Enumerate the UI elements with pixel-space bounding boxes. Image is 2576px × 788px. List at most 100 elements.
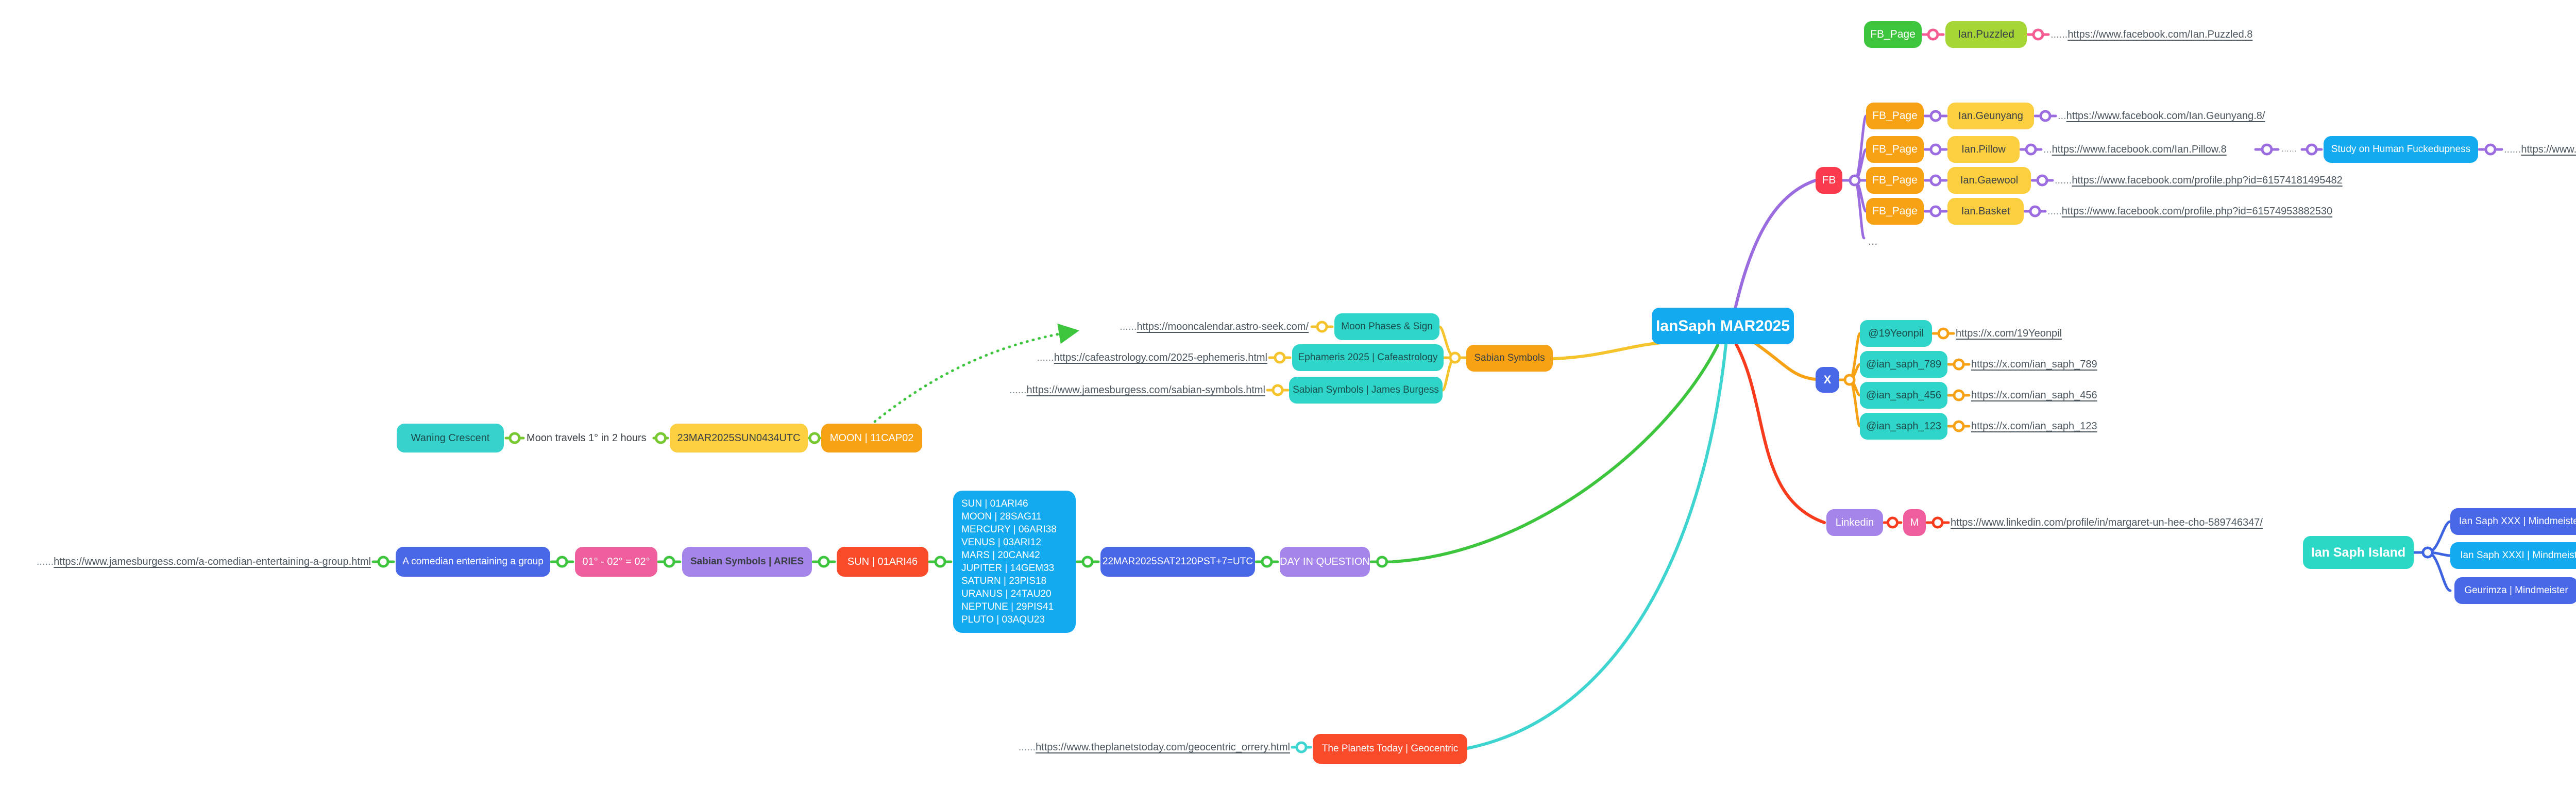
ian-saph-island[interactable]: Ian Saph Island <box>2303 536 2414 569</box>
day-in-question[interactable]: DAY IN QUESTION <box>1280 547 1370 577</box>
link-ian-basket-dots: ..... <box>2047 206 2062 217</box>
study-on-human-fuckedupness[interactable]: Study on Human Fuckedupness <box>2324 136 2478 163</box>
link-study[interactable]: ......https://www.mindmeister.com/299300… <box>2504 142 2576 157</box>
fb-page-1[interactable]: FB_Page <box>1866 103 1924 129</box>
branch-x <box>1749 339 1823 381</box>
fork-branch <box>2426 551 2452 592</box>
x-handle-789[interactable]: @ian_saph_789 <box>1860 351 1947 378</box>
geurimza[interactable]: Geurimza | Mindmeister <box>2454 577 2576 604</box>
link-ian-gaewool-dots: ...... <box>2055 175 2072 186</box>
link-moon-phases-url[interactable]: https://mooncalendar.astro-seek.com/ <box>1137 321 1309 332</box>
link-x-19yeonpil[interactable]: https://x.com/19Yeonpil <box>1956 326 2062 341</box>
connector-junction <box>1295 741 1308 753</box>
sabian-symbols[interactable]: Sabian Symbols <box>1466 345 1553 372</box>
link-planets-today[interactable]: ......https://www.theplanetstoday.com/ge… <box>1019 740 1290 755</box>
ian-pillow[interactable]: Ian.Pillow <box>1947 136 2020 163</box>
link-ian-basket-url[interactable]: https://www.facebook.com/profile.php?id=… <box>2061 206 2333 217</box>
planet-positions[interactable]: SUN | 01ARI46 MOON | 28SAG11 MERCURY | 0… <box>953 491 1076 633</box>
link-moon-phases[interactable]: ......https://mooncalendar.astro-seek.co… <box>1120 319 1309 334</box>
central-topic[interactable]: IanSaph MAR2025 <box>1652 308 1794 344</box>
link-linkedin-url[interactable]: https://www.linkedin.com/profile/in/marg… <box>1951 517 2263 528</box>
ian-puzzled[interactable]: Ian.Puzzled <box>1945 21 2027 48</box>
connector-junction <box>1929 174 1942 187</box>
link-ian-geunyang[interactable]: ...https://www.facebook.com/Ian.Geunyang… <box>2058 108 2265 124</box>
connector-junction <box>2029 205 2041 217</box>
connector-junction <box>1937 327 1950 340</box>
link-ian-pillow-url[interactable]: https://www.facebook.com/Ian.Pillow.8 <box>2052 144 2227 155</box>
link-ian-puzzled-url[interactable]: https://www.facebook.com/Ian.Puzzled.8 <box>2067 29 2253 40</box>
link-james-burgess-url[interactable]: https://www.jamesburgess.com/sabian-symb… <box>1026 384 1266 396</box>
ian-saph-xxx[interactable]: Ian Saph XXX | Mindmeister <box>2450 508 2576 535</box>
connector-junction <box>1927 28 1939 41</box>
link-comedian[interactable]: ......https://www.jamesburgess.com/a-com… <box>37 554 371 569</box>
link-ian-puzzled[interactable]: ......https://www.facebook.com/Ian.Puzzl… <box>2050 27 2252 42</box>
connector-junction <box>818 556 830 568</box>
ephameris-2025[interactable]: Ephameris 2025 | Cafeastrology <box>1292 344 1444 371</box>
x-node[interactable]: X <box>1816 367 1839 393</box>
comedian[interactable]: A comedian entertaining a group <box>396 547 550 577</box>
link-ian-gaewool-url[interactable]: https://www.facebook.com/profile.php?id=… <box>2072 175 2343 186</box>
link-x-789[interactable]: https://x.com/ian_saph_789 <box>1971 357 2097 372</box>
sun-23mar2025[interactable]: 23MAR2025SUN0434UTC <box>670 424 808 452</box>
pillow-chain-dots: …… <box>2281 145 2297 154</box>
link-comedian-url[interactable]: https://www.jamesburgess.com/a-comedian-… <box>54 556 371 567</box>
link-linkedin[interactable]: https://www.linkedin.com/profile/in/marg… <box>1951 515 2263 530</box>
connector-junction <box>1843 374 1856 386</box>
linkedin-node[interactable]: Linkedin <box>1826 509 1883 536</box>
link-ian-basket[interactable]: .....https://www.facebook.com/profile.ph… <box>2047 204 2332 219</box>
link-x-19yeonpil-url[interactable]: https://x.com/19Yeonpil <box>1956 328 2062 339</box>
x-handle-123[interactable]: @ian_saph_123 <box>1860 413 1947 440</box>
fb-page-4[interactable]: FB_Page <box>1866 198 1924 225</box>
link-ian-puzzled-dots: ...... <box>2050 29 2068 40</box>
link-ian-geunyang-url[interactable]: https://www.facebook.com/Ian.Geunyang.8/ <box>2066 110 2265 122</box>
sabian-symbols-aries[interactable]: Sabian Symbols | ARIES <box>682 547 812 577</box>
link-x-123-url[interactable]: https://x.com/ian_saph_123 <box>1971 421 2097 432</box>
link-ian-pillow[interactable]: ...https://www.facebook.com/Ian.Pillow.8 <box>2043 142 2227 157</box>
connector-junction <box>808 432 821 444</box>
sabian-james-burgess[interactable]: Sabian Symbols | James Burgess <box>1289 377 1443 404</box>
ian-basket[interactable]: Ian.Basket <box>1947 198 2024 225</box>
link-x-123[interactable]: https://x.com/ian_saph_123 <box>1971 418 2097 434</box>
sun-01ari46[interactable]: SUN | 01ARI46 <box>837 547 928 577</box>
sat-22mar2025[interactable]: 22MAR2025SAT2120PST+7=UTC <box>1100 547 1255 577</box>
connector-junction <box>1081 556 1094 568</box>
link-ephameris-dots: ...... <box>1037 352 1054 363</box>
branch-planets-today <box>1466 343 1727 750</box>
x-handle-456[interactable]: @ian_saph_456 <box>1860 382 1947 409</box>
fb-page-2[interactable]: FB_Page <box>1866 136 1924 163</box>
fb-page-top[interactable]: FB_Page <box>1864 21 1922 48</box>
connector-junction <box>377 556 389 568</box>
ian-saph-xxxi[interactable]: Ian Saph XXXI | Mindmeister <box>2450 542 2576 569</box>
link-x-456[interactable]: https://x.com/ian_saph_456 <box>1971 388 2097 403</box>
link-ian-gaewool[interactable]: ......https://www.facebook.com/profile.p… <box>2055 173 2343 188</box>
waning-crescent[interactable]: Waning Crescent <box>397 424 504 452</box>
connector-junction <box>1261 556 1273 568</box>
connector-junction <box>934 556 946 568</box>
moon-dashed-arrow <box>873 323 1079 423</box>
link-study-url[interactable]: https://www.mindmeister.com/2993002982/s… <box>2521 144 2576 155</box>
fb-more-ellipsis: ... <box>1868 234 1878 247</box>
link-planets-today-url[interactable]: https://www.theplanetstoday.com/geocentr… <box>1036 742 1290 753</box>
planets-today-geocentric[interactable]: The Planets Today | Geocentric <box>1313 734 1467 764</box>
ian-gaewool[interactable]: Ian.Gaewool <box>1947 167 2031 194</box>
link-x-789-url[interactable]: https://x.com/ian_saph_789 <box>1971 359 2097 370</box>
fb[interactable]: FB <box>1816 167 1842 194</box>
fb-page-3[interactable]: FB_Page <box>1866 167 1924 194</box>
link-ian-pillow-dots: ... <box>2043 144 2052 155</box>
link-james-burgess[interactable]: ......https://www.jamesburgess.com/sabia… <box>1009 382 1265 398</box>
connector-junction <box>2261 143 2273 156</box>
connector-junction <box>1931 516 1944 529</box>
m-node[interactable]: M <box>1903 509 1926 536</box>
moon-phases-sign[interactable]: Moon Phases & Sign <box>1334 313 1439 340</box>
ian-geunyang[interactable]: Ian.Geunyang <box>1947 103 2034 129</box>
link-james-burgess-dots: ...... <box>1009 384 1027 396</box>
degrees[interactable]: 01° - 02° = 02° <box>575 547 657 577</box>
link-ephameris[interactable]: ......https://cafeastrology.com/2025-eph… <box>1037 350 1267 365</box>
connector-junction <box>2039 110 2052 122</box>
moon-11cap02[interactable]: MOON | 11CAP02 <box>821 424 922 452</box>
link-ephameris-url[interactable]: https://cafeastrology.com/2025-ephemeris… <box>1054 352 1267 363</box>
link-x-456-url[interactable]: https://x.com/ian_saph_456 <box>1971 390 2097 401</box>
x-handle-19yeonpil[interactable]: @19Yeonpil <box>1860 320 1932 347</box>
